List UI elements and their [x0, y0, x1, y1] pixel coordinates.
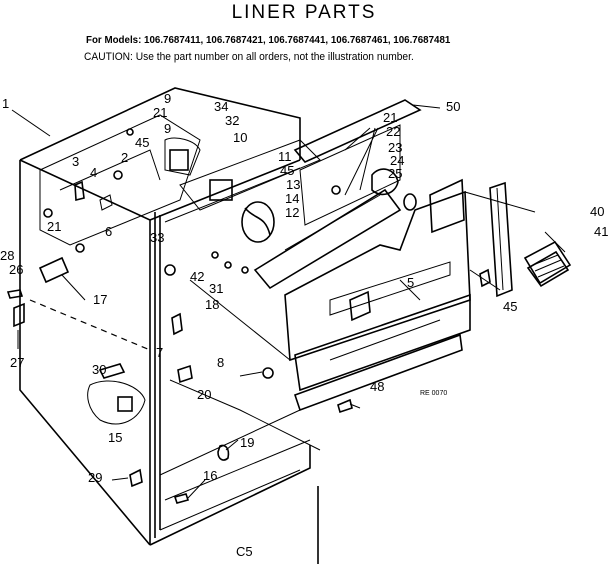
trim-and-grille: [479, 181, 572, 298]
callout-33: 33: [150, 230, 164, 245]
left-small-parts: [6, 256, 146, 488]
callout-28: 28: [0, 248, 14, 263]
callout-4: 4: [90, 165, 97, 180]
callout-45a: 45: [135, 135, 149, 150]
callout-9: 9: [164, 91, 171, 106]
page-code: C5: [236, 544, 253, 559]
callout-45b: 45: [280, 163, 294, 178]
callout-22: 22: [386, 124, 400, 139]
callout-labels: 1 9 34 21 32 9 10 45 2 3 4 21 6 11 45 13…: [0, 91, 608, 559]
callout-20: 20: [197, 387, 211, 402]
callout-50: 50: [446, 99, 460, 114]
callout-8: 8: [217, 355, 224, 370]
air-duct-cover: [253, 188, 471, 414]
callout-30: 30: [92, 362, 106, 377]
callout-3: 3: [72, 154, 79, 169]
caution-note: CAUTION: Use the part number on all orde…: [84, 51, 414, 63]
ref-code: RE 0070: [420, 390, 447, 397]
callout-21c: 21: [383, 110, 397, 125]
model-numbers: For Models: 106.7687411, 106.7687421, 10…: [86, 34, 451, 46]
callout-45c: 45: [503, 299, 517, 314]
callout-26: 26: [9, 262, 23, 277]
callout-17: 17: [93, 292, 107, 307]
callout-7: 7: [156, 345, 163, 360]
callout-6: 6: [105, 224, 112, 239]
rear-panel: [293, 99, 465, 234]
callout-21b: 21: [47, 219, 61, 234]
callout-48: 48: [370, 379, 384, 394]
page-title: LINER PARTS: [231, 2, 377, 23]
callout-12: 12: [285, 205, 299, 220]
control-housing: [39, 114, 201, 253]
fan-assembly: [164, 139, 321, 504]
callout-40: 40: [590, 204, 604, 219]
callout-9b: 9: [164, 121, 171, 136]
callout-11: 11: [278, 149, 292, 164]
callout-1: 1: [2, 96, 9, 111]
callout-19: 19: [240, 435, 254, 450]
callout-23: 23: [388, 140, 402, 155]
callout-15: 15: [108, 430, 122, 445]
callout-18: 18: [205, 297, 219, 312]
callout-31: 31: [209, 281, 223, 296]
callout-10: 10: [233, 130, 247, 145]
callout-27: 27: [10, 355, 24, 370]
callout-42: 42: [190, 269, 204, 284]
callout-34: 34: [214, 99, 228, 114]
callout-24: 24: [390, 153, 404, 168]
callout-14: 14: [285, 191, 299, 206]
callout-41: 41: [594, 224, 608, 239]
callout-16: 16: [203, 468, 217, 483]
callout-25: 25: [388, 166, 402, 181]
callout-29: 29: [88, 470, 102, 485]
callout-5: 5: [407, 275, 414, 290]
callout-32: 32: [225, 113, 239, 128]
leader-lines: [11, 104, 566, 499]
callout-13: 13: [286, 177, 300, 192]
callout-2: 2: [121, 150, 128, 165]
callout-21: 21: [153, 105, 167, 120]
